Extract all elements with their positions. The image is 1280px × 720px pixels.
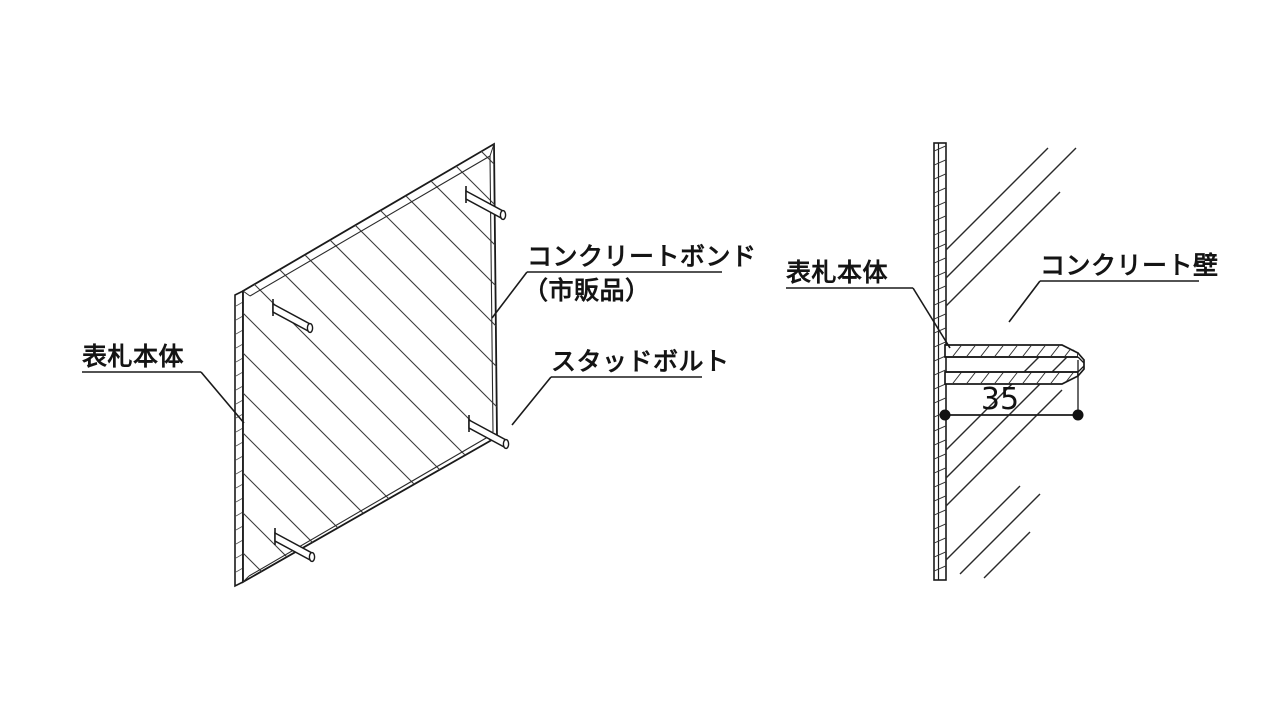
leader-nameplate-left (82, 371, 245, 424)
isometric-view: 表札本体 コンクリートボンド （市販品） スタッドボルト (82, 142, 757, 588)
dimension-35: 35 (939, 382, 1084, 421)
label-stud-bolt: スタッドボルト (551, 347, 730, 376)
label-nameplate-right: 表札本体 (786, 258, 889, 287)
plate-thickness-edge (234, 289, 244, 588)
label-concrete-bond-line2: （市販品） (523, 276, 651, 305)
section-view: 35 表札本体 コンクリート壁 (786, 142, 1219, 581)
label-concrete-wall: コンクリート壁 (1040, 251, 1219, 280)
label-concrete-bond-line1: コンクリートボンド (527, 242, 757, 271)
stud-bolt-top-right (465, 186, 507, 221)
dimension-35-value: 35 (981, 382, 1019, 417)
label-nameplate-left: 表札本体 (82, 342, 185, 371)
leader-stud-bolt (511, 376, 702, 426)
stud-bolt-bottom-left (274, 528, 316, 563)
leader-concrete-bond (491, 271, 722, 319)
concrete-wall-hatching (945, 147, 1077, 579)
leader-nameplate-right (786, 287, 951, 349)
stud-bolt-middle-left (272, 299, 314, 334)
nameplate-projection-profile (944, 344, 1085, 385)
leader-concrete-wall (1008, 280, 1199, 323)
nameplate-section-strip (933, 142, 947, 581)
stud-bolt-bottom-right (468, 415, 510, 450)
plate-hatching (243, 144, 497, 582)
